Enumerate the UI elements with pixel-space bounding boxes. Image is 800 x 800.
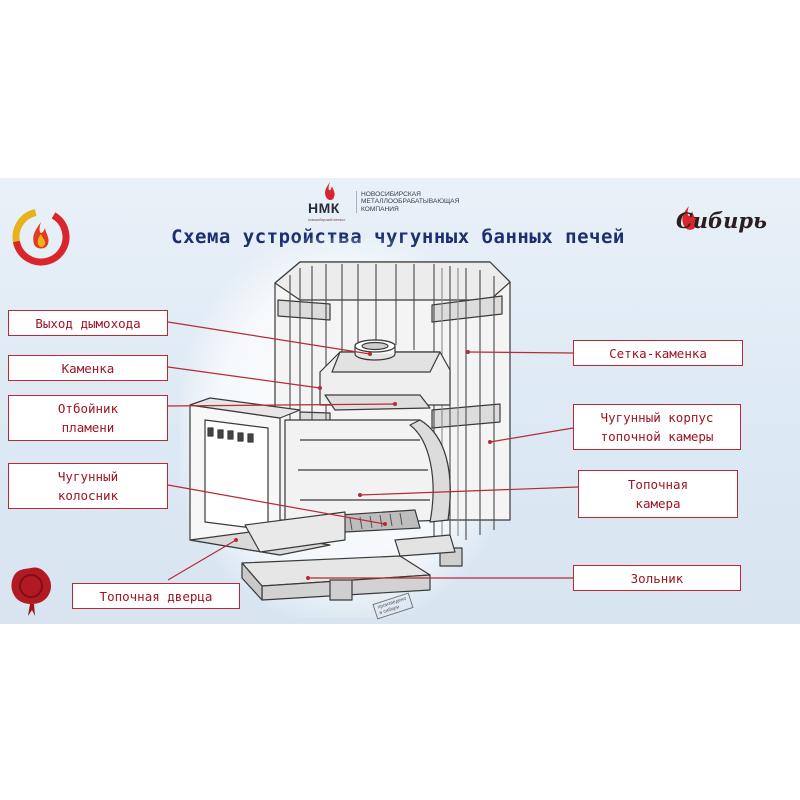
label-grate-line1: Чугунный [57, 469, 119, 484]
sibir-flame-logo-icon [682, 206, 697, 230]
label-firebox-line2: камера [635, 496, 681, 511]
label-flame-deflector: Отбойник пламени [8, 395, 168, 441]
label-grate-line2: колосник [57, 488, 119, 503]
label-flame-deflector-line1: Отбойник [57, 401, 119, 416]
leader-lines [167, 321, 579, 581]
label-stone-mesh-text: Сетка-каменка [609, 345, 707, 361]
label-ash-pan: Зольник [573, 565, 741, 591]
product-brand: Сибирь [676, 208, 767, 233]
nmk-flame-logo-icon [325, 182, 335, 200]
label-stone-box-text: Каменка [61, 360, 115, 376]
label-chimney-outlet-text: Выход дымохода [35, 315, 141, 331]
label-stone-mesh: Сетка-каменка [573, 340, 743, 366]
wax-seal-icon [11, 567, 51, 616]
label-chimney-outlet: Выход дымохода [8, 310, 168, 336]
label-ash-pan-text: Зольник [630, 570, 684, 586]
label-firebox-door: Топочная дверца [72, 583, 240, 609]
label-firebox-line1: Топочная [627, 477, 689, 492]
label-flame-deflector-line2: пламени [61, 420, 115, 435]
label-cast-iron-body: Чугунный корпус топочной камеры [573, 404, 741, 450]
label-stone-box: Каменка [8, 355, 168, 381]
nmk-brand: НМК новосибирский металл Новосибирская м… [308, 182, 471, 222]
stove-diagram [189, 261, 511, 601]
brand-abbr: НМК [308, 200, 340, 216]
label-firebox: Топочная камера [578, 470, 738, 518]
nmk-logo: НМК новосибирский металл [308, 182, 352, 222]
label-firebox-door-text: Топочная дверца [99, 588, 213, 604]
label-cast-iron-body-line2: топочной камеры [600, 429, 714, 444]
brand-tagline: новосибирский металл [308, 218, 346, 222]
diagram-banner: НМК новосибирский металл Новосибирская м… [0, 178, 800, 624]
fire-circle-logo-icon [12, 208, 70, 266]
label-grate: Чугунный колосник [8, 463, 168, 509]
company-name: Новосибирская металлообрабатывающая комп… [356, 190, 471, 214]
label-cast-iron-body-line1: Чугунный корпус [600, 410, 714, 425]
